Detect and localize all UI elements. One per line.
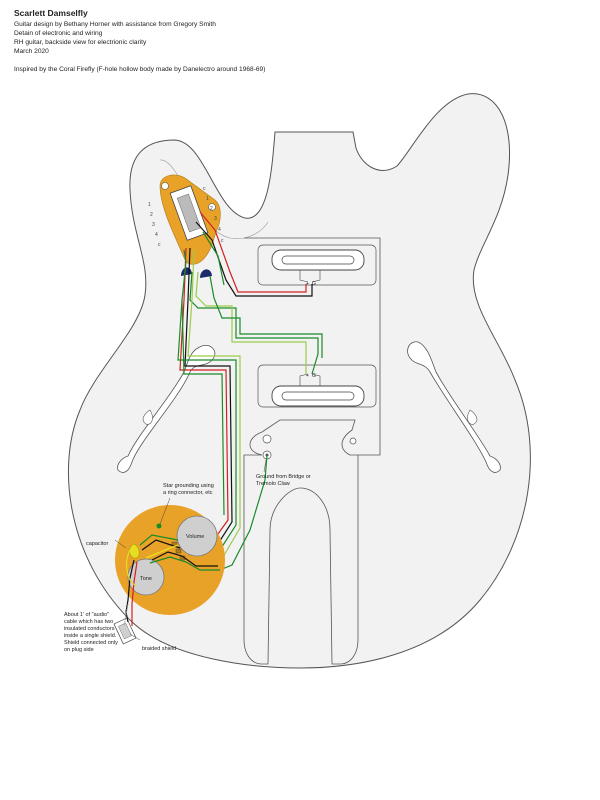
tone-pot bbox=[127, 558, 165, 596]
header: Scarlett Damselfly Guitar design by Beth… bbox=[14, 8, 434, 74]
switch-term-right-1: 1 bbox=[206, 196, 209, 202]
star-ground-note-2: a ring connector, etc bbox=[163, 490, 213, 496]
switch-cap-right bbox=[200, 269, 212, 278]
neck-pickup-ground-label: G bbox=[312, 281, 316, 287]
switch-term-left-c: c bbox=[158, 242, 161, 248]
pickup-route-bridge bbox=[257, 364, 377, 408]
braided-shield-label: braided shield bbox=[142, 646, 176, 652]
capacitor bbox=[129, 543, 140, 559]
switch-screw-top bbox=[161, 182, 169, 190]
f-hole-left bbox=[117, 344, 216, 473]
diagram-title: Scarlett Damselfly bbox=[14, 8, 88, 18]
detail-line: Detain of electronic and wiring bbox=[14, 30, 103, 37]
switch-term-left-2: 2 bbox=[150, 212, 153, 218]
cable-note-6: on plug side bbox=[64, 647, 94, 653]
view-line: RH guitar, backside view for electrionic… bbox=[14, 39, 147, 46]
pickup-route-neck bbox=[257, 244, 377, 286]
control-wiring bbox=[125, 534, 220, 613]
f-hole-right bbox=[407, 341, 501, 473]
switch-term-right-c-bottom: c bbox=[221, 238, 224, 244]
cable-note-5: Shield connected only bbox=[64, 640, 118, 646]
output-cable bbox=[125, 611, 129, 623]
volume-label: Volume bbox=[186, 534, 204, 540]
date-line: March 2020 bbox=[14, 48, 49, 55]
bridge-pickup-ground-label: G bbox=[312, 373, 316, 379]
cable-note-1: About 1' of "audio" bbox=[64, 612, 109, 618]
volume-pot bbox=[176, 515, 218, 557]
center-block bbox=[243, 237, 381, 665]
star-ground-point bbox=[156, 523, 162, 529]
switch-term-left-3: 3 bbox=[152, 222, 155, 228]
switch-screw-bottom bbox=[208, 203, 216, 211]
tone-label: Tone bbox=[140, 576, 152, 582]
switch-term-left-1: 1 bbox=[148, 202, 151, 208]
star-ground-note-1: Star grounding using bbox=[163, 483, 214, 489]
bridge-ground-note-2: Tremolo Claw bbox=[256, 481, 290, 487]
switch-term-left-4: 4 bbox=[155, 232, 158, 238]
inspiration-line: Inspired by the Coral Firefly (F-hole ho… bbox=[14, 66, 266, 73]
cable-note-4: inside a single shield. bbox=[64, 633, 117, 639]
neck-pickup-plus-label: + bbox=[306, 281, 309, 287]
wiring-neck bbox=[195, 211, 313, 297]
switch-term-right-4: 4 bbox=[218, 227, 221, 233]
cable-note-2: cable which has two bbox=[64, 619, 113, 625]
cable-note-3: insulated conductors bbox=[64, 626, 115, 632]
bridge-ground-screw bbox=[262, 434, 272, 444]
switch-term-right-2: 2 bbox=[210, 206, 213, 212]
bridge-pickup-plus-label: + bbox=[306, 373, 309, 379]
switch-term-right-3: 3 bbox=[214, 216, 217, 222]
credit-line: Guitar design by Bethany Horner with ass… bbox=[14, 21, 216, 28]
bridge-ground-note-1: Ground from Bridge or bbox=[256, 474, 311, 480]
switch-term-right-c-top: c bbox=[203, 186, 206, 192]
capacitor-label: capacitor bbox=[86, 541, 108, 547]
